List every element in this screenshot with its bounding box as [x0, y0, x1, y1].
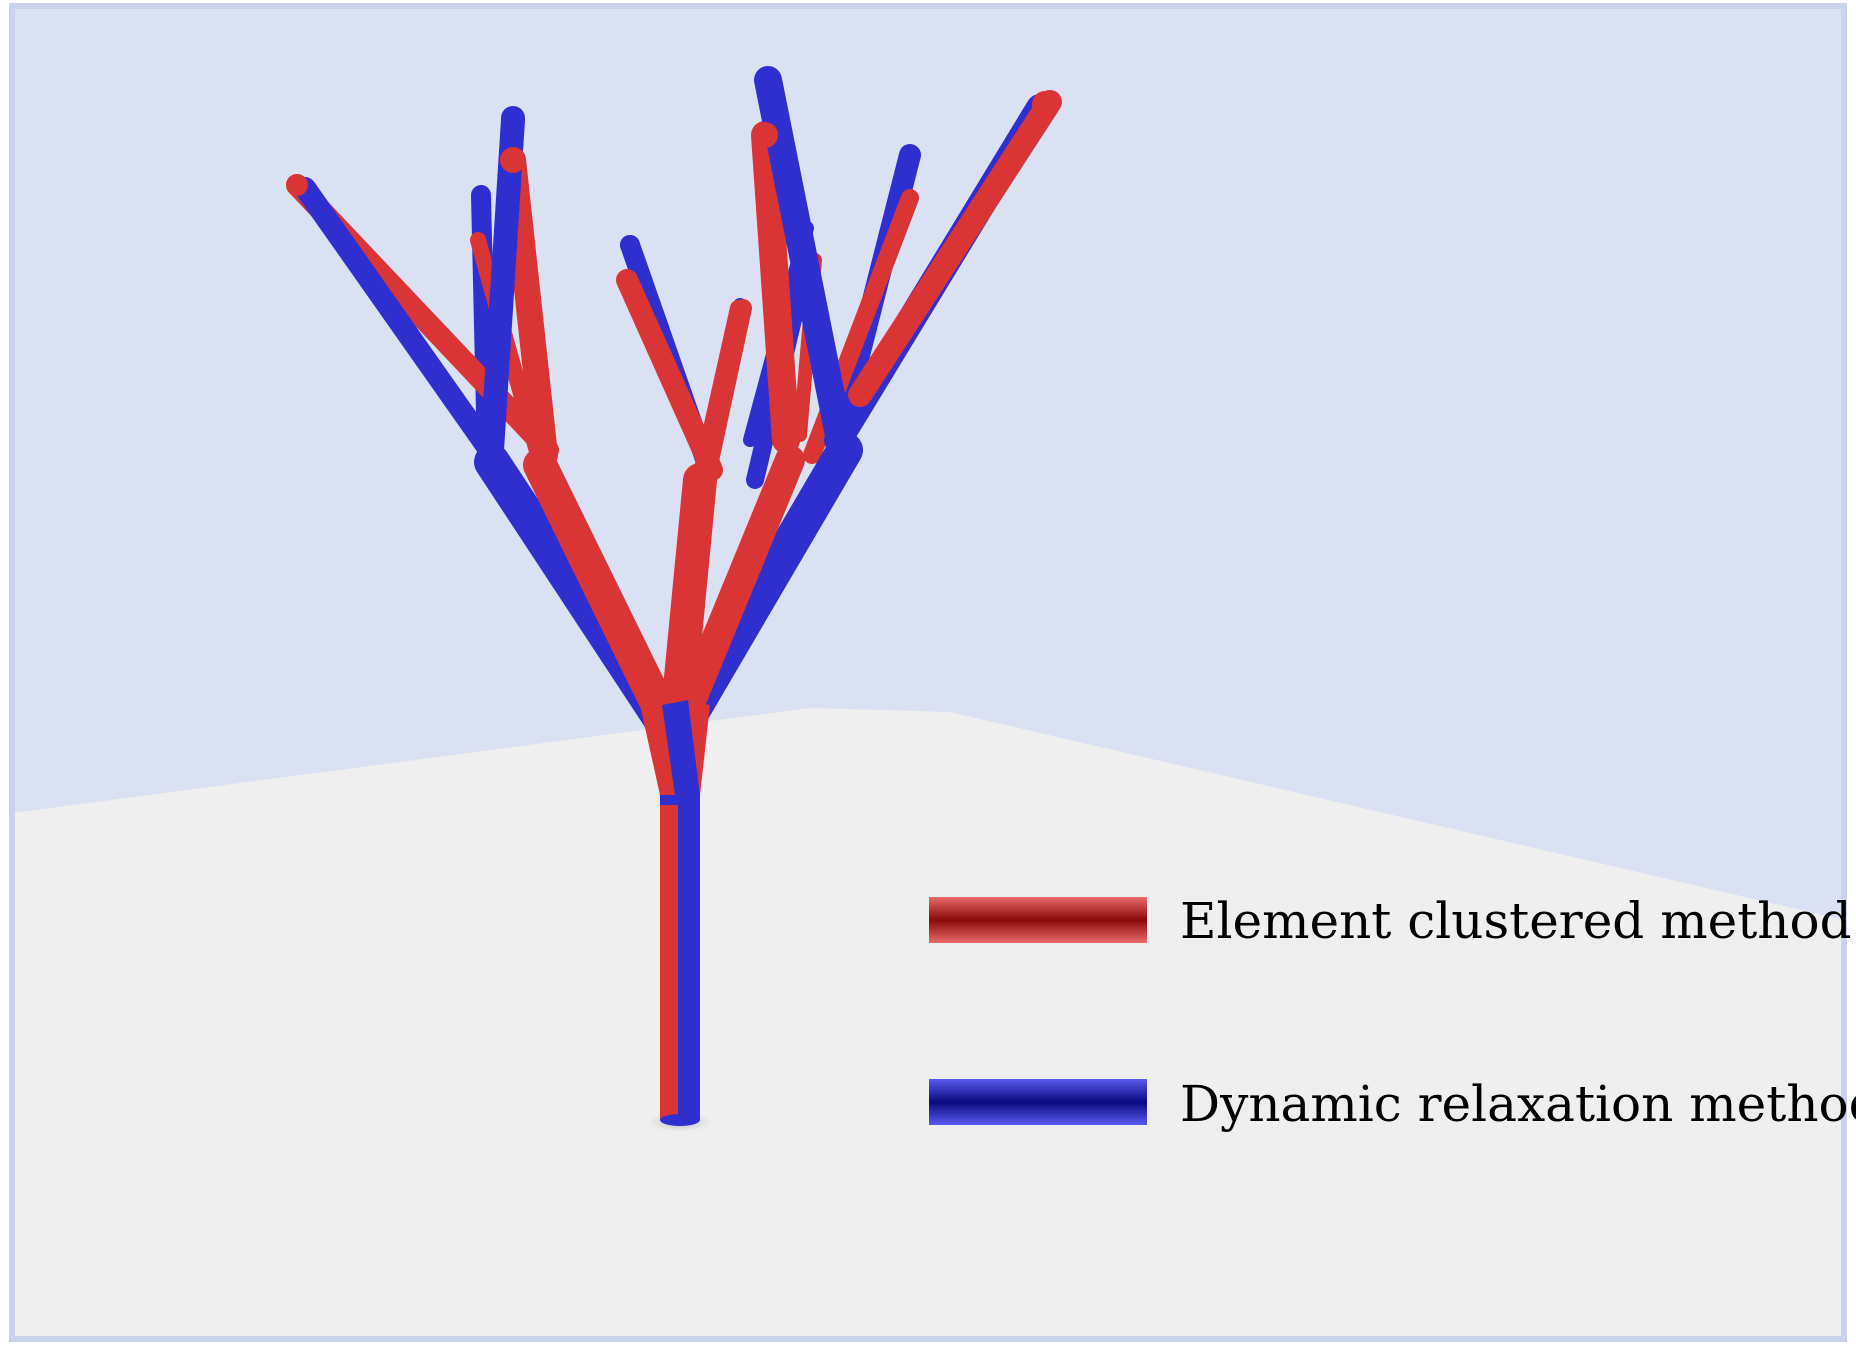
ground-plane: [12, 708, 1844, 1339]
trunk: [640, 700, 710, 1126]
legend-swatch-blue: [929, 1079, 1147, 1125]
legend-label-dynamic-relaxation: Dynamic relaxation method: [1180, 1075, 1856, 1133]
red-branches-front: [523, 90, 1062, 757]
frame: [9, 3, 1847, 1342]
legend-swatch-red: [929, 897, 1147, 943]
legend-label-element-clustered: Element clustered method: [1180, 892, 1852, 950]
branch-tips: [286, 67, 1058, 316]
legend: [929, 897, 1147, 1125]
